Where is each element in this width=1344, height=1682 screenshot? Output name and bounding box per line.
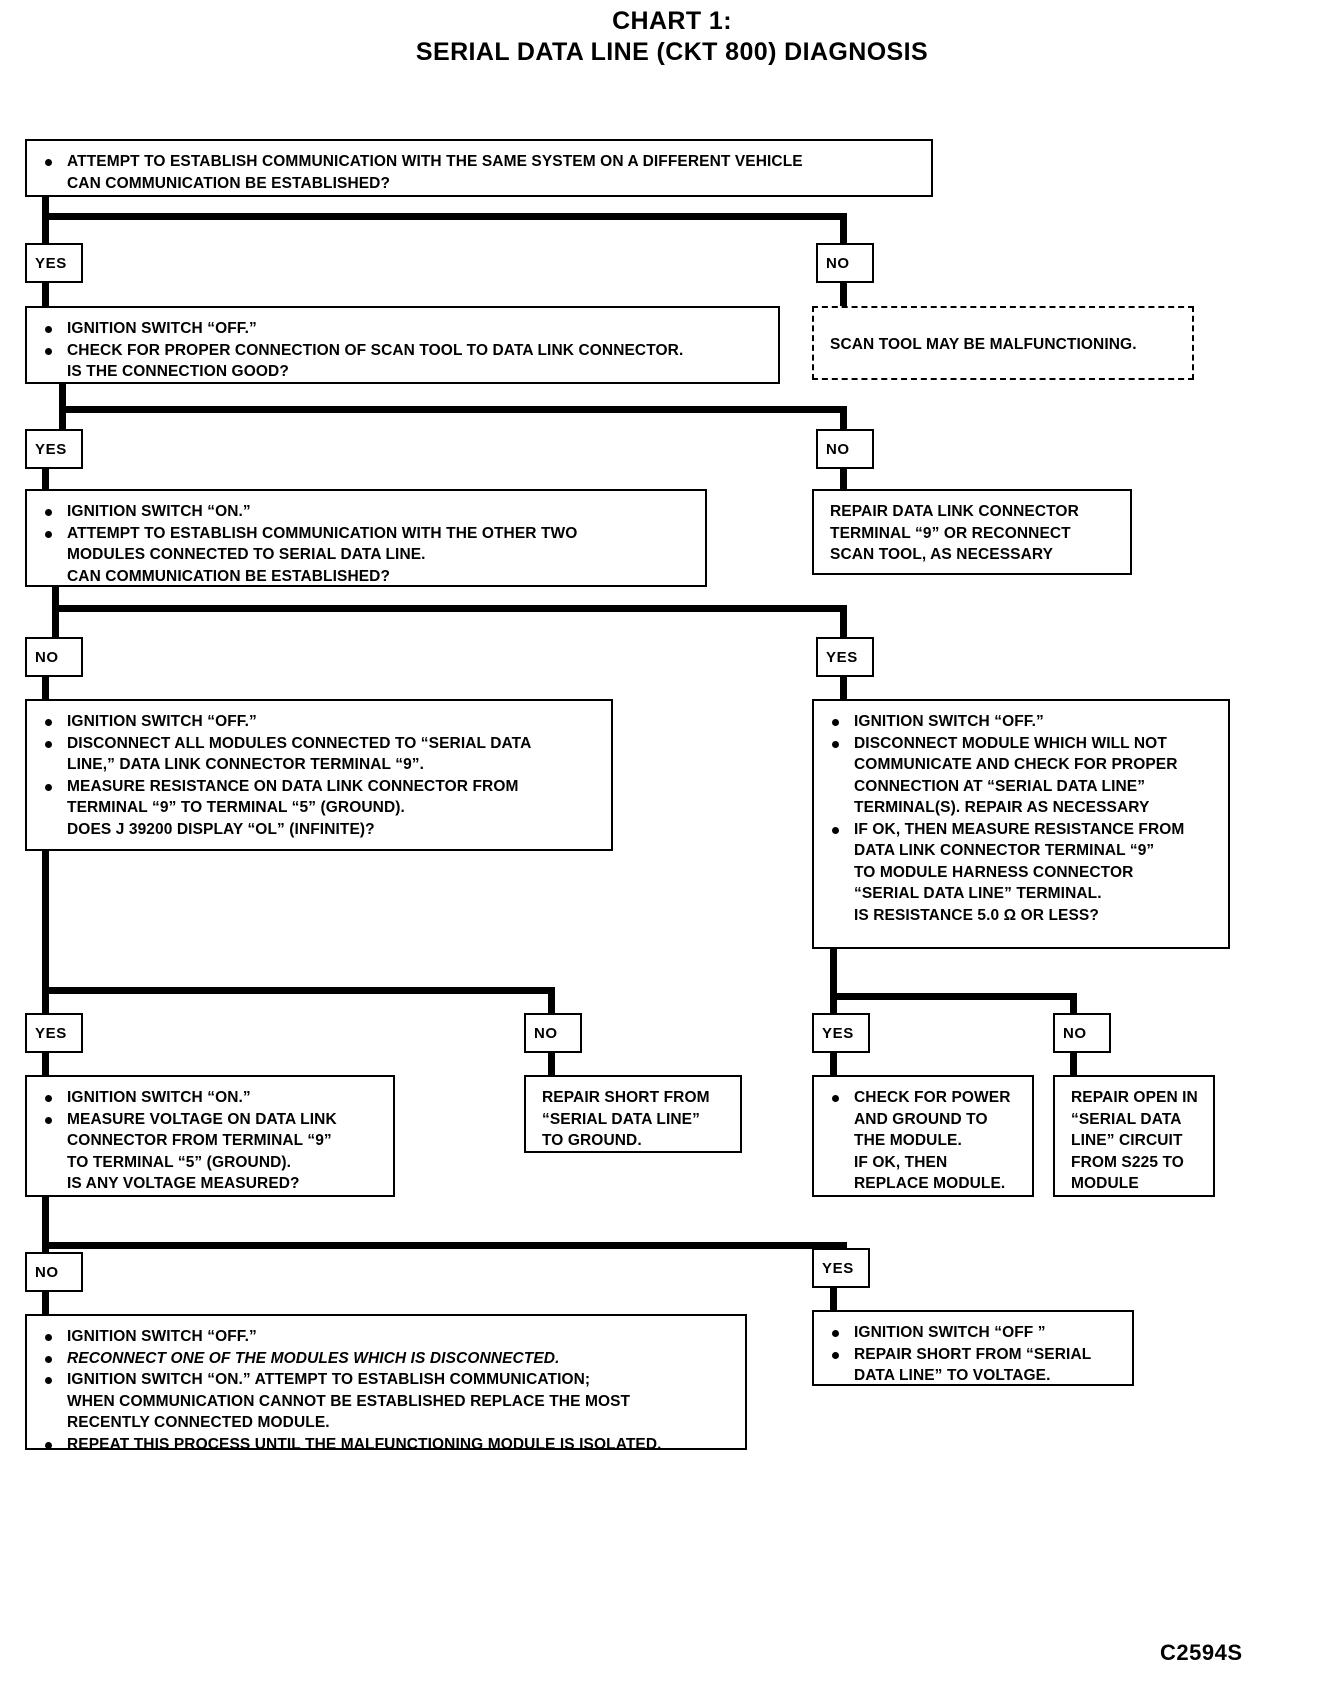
branch-tag-no-6-label: NO bbox=[35, 1263, 59, 1281]
measure-voltage-line-2: MEASURE VOLTAGE ON DATA LINK CONNECTOR F… bbox=[37, 1109, 383, 1195]
repair-short-voltage-line-1: IGNITION SWITCH “OFF ” bbox=[824, 1322, 1122, 1344]
connector-no1-down bbox=[840, 283, 847, 306]
connector-lvl3-split bbox=[52, 605, 847, 612]
connector-start-down-left bbox=[42, 197, 49, 243]
chart-title-line1: CHART 1: bbox=[612, 7, 732, 35]
terminal-box-isolate-module: IGNITION SWITCH “OFF.” RECONNECT ONE OF … bbox=[25, 1314, 747, 1453]
branch-tag-yes-6-label: YES bbox=[822, 1259, 854, 1277]
terminal-box-repair-short-ground: REPAIR SHORT FROM “SERIAL DATA LINE” TO … bbox=[524, 1075, 742, 1153]
branch-tag-yes-5[interactable]: YES bbox=[812, 1013, 870, 1053]
branch-tag-no-4[interactable]: NO bbox=[524, 1013, 582, 1053]
chart-title-line2: SERIAL DATA LINE (CKT 800) DIAGNOSIS bbox=[415, 38, 929, 66]
connector-lvl4-right-far-down bbox=[1070, 993, 1077, 1013]
connector-no4-down bbox=[548, 1053, 555, 1075]
connector-lvl4-left-down bbox=[42, 851, 49, 1013]
connector-no5-down bbox=[1070, 1053, 1077, 1075]
connector-lvl3-right-down bbox=[840, 605, 847, 647]
connector-lvl4-right-down bbox=[830, 949, 837, 1013]
step-box-start: ATTEMPT TO ESTABLISH COMMUNICATION WITH … bbox=[25, 139, 933, 197]
chart-title: CHART 1: SERIAL DATA LINE (CKT 800) DIAG… bbox=[0, 6, 1344, 68]
branch-tag-yes-3[interactable]: YES bbox=[816, 637, 874, 677]
isolate-module-line-3: IGNITION SWITCH “ON.” ATTEMPT TO ESTABLI… bbox=[37, 1369, 735, 1434]
connector-no6-down bbox=[42, 1292, 49, 1314]
branch-tag-no-5[interactable]: NO bbox=[1053, 1013, 1111, 1053]
measure-resistance-line-1: IGNITION SWITCH “OFF.” bbox=[37, 711, 601, 733]
branch-tag-no-4-label: NO bbox=[534, 1024, 558, 1042]
branch-tag-no-2-label: NO bbox=[826, 440, 850, 458]
connector-yes1-down bbox=[42, 283, 49, 306]
branch-tag-yes-2-label: YES bbox=[35, 440, 67, 458]
connector-yes5-down bbox=[830, 1053, 837, 1075]
step-box-disconnect-module: IGNITION SWITCH “OFF.” DISCONNECT MODULE… bbox=[812, 699, 1230, 949]
connector-yes3-down bbox=[840, 677, 847, 699]
start-line-1: ATTEMPT TO ESTABLISH COMMUNICATION WITH … bbox=[37, 151, 921, 173]
terminal-box-scan-tool-malfunctioning: SCAN TOOL MAY BE MALFUNCTIONING. bbox=[812, 306, 1194, 380]
connector-no2-down bbox=[840, 469, 847, 489]
connector-lvl2-right-down bbox=[840, 406, 847, 431]
connector-start-down-right bbox=[840, 213, 847, 243]
connector-yes6-down bbox=[830, 1288, 837, 1310]
terminal-box-check-power-ground: CHECK FOR POWER AND GROUND TO THE MODULE… bbox=[812, 1075, 1034, 1197]
measure-resistance-line-3: MEASURE RESISTANCE ON DATA LINK CONNECTO… bbox=[37, 776, 601, 841]
branch-tag-yes-4[interactable]: YES bbox=[25, 1013, 83, 1053]
isolate-module-line-1: IGNITION SWITCH “OFF.” bbox=[37, 1326, 735, 1348]
other-two-modules-line-1: IGNITION SWITCH “ON.” bbox=[37, 501, 695, 523]
branch-tag-no-6[interactable]: NO bbox=[25, 1252, 83, 1292]
check-power-ground-text: CHECK FOR POWER AND GROUND TO THE MODULE… bbox=[824, 1087, 1022, 1195]
measure-resistance-line-2: DISCONNECT ALL MODULES CONNECTED TO “SER… bbox=[37, 733, 601, 776]
check-connection-line-2: CHECK FOR PROPER CONNECTION OF SCAN TOOL… bbox=[37, 340, 768, 383]
branch-tag-yes-6[interactable]: YES bbox=[812, 1248, 870, 1288]
repair-dlc-text: REPAIR DATA LINK CONNECTOR TERMINAL “9” … bbox=[830, 503, 1079, 563]
disconnect-module-line-2: DISCONNECT MODULE WHICH WILL NOT COMMUNI… bbox=[824, 733, 1218, 819]
branch-tag-yes-4-label: YES bbox=[35, 1024, 67, 1042]
measure-voltage-line-1: IGNITION SWITCH “ON.” bbox=[37, 1087, 383, 1109]
step-box-measure-voltage: IGNITION SWITCH “ON.” MEASURE VOLTAGE ON… bbox=[25, 1075, 395, 1197]
scan-tool-malfunctioning-text: SCAN TOOL MAY BE MALFUNCTIONING. bbox=[830, 336, 1137, 353]
connector-lvl4-left-right-down bbox=[548, 987, 555, 1013]
connector-lvl5-split bbox=[42, 1242, 847, 1249]
branch-tag-no-1-label: NO bbox=[826, 254, 850, 272]
step-box-other-two-modules: IGNITION SWITCH “ON.” ATTEMPT TO ESTABLI… bbox=[25, 489, 707, 587]
start-line-2: CAN COMMUNICATION BE ESTABLISHED? bbox=[67, 174, 391, 192]
branch-tag-yes-2[interactable]: YES bbox=[25, 429, 83, 469]
repair-open-text: REPAIR OPEN IN “SERIAL DATA LINE” CIRCUI… bbox=[1071, 1089, 1198, 1192]
terminal-box-repair-dlc: REPAIR DATA LINK CONNECTOR TERMINAL “9” … bbox=[812, 489, 1132, 575]
branch-tag-no-3-label: NO bbox=[35, 648, 59, 666]
branch-tag-yes-1[interactable]: YES bbox=[25, 243, 83, 283]
branch-tag-no-3[interactable]: NO bbox=[25, 637, 83, 677]
connector-yes2-down bbox=[42, 469, 49, 489]
connector-yes4-down bbox=[42, 1053, 49, 1075]
branch-tag-yes-1-label: YES bbox=[35, 254, 67, 272]
branch-tag-yes-5-label: YES bbox=[822, 1024, 854, 1042]
isolate-module-line-2: RECONNECT ONE OF THE MODULES WHICH IS DI… bbox=[37, 1348, 735, 1370]
isolate-module-line-4: REPEAT THIS PROCESS UNTIL THE MALFUNCTIO… bbox=[37, 1434, 735, 1456]
repair-short-voltage-line-2: REPAIR SHORT FROM “SERIAL DATA LINE” TO … bbox=[824, 1344, 1122, 1387]
connector-start-split bbox=[42, 213, 847, 220]
branch-tag-no-5-label: NO bbox=[1063, 1024, 1087, 1042]
connector-lvl4-right-split bbox=[830, 993, 1077, 1000]
connector-lvl3-down bbox=[52, 587, 59, 649]
step-box-check-connection: IGNITION SWITCH “OFF.” CHECK FOR PROPER … bbox=[25, 306, 780, 384]
other-two-modules-line-2: ATTEMPT TO ESTABLISH COMMUNICATION WITH … bbox=[37, 523, 695, 588]
disconnect-module-line-1: IGNITION SWITCH “OFF.” bbox=[824, 711, 1218, 733]
repair-short-ground-text: REPAIR SHORT FROM “SERIAL DATA LINE” TO … bbox=[542, 1089, 710, 1149]
disconnect-module-line-3: IF OK, THEN MEASURE RESISTANCE FROM DATA… bbox=[824, 819, 1218, 927]
terminal-box-repair-short-voltage: IGNITION SWITCH “OFF ” REPAIR SHORT FROM… bbox=[812, 1310, 1134, 1386]
branch-tag-no-2[interactable]: NO bbox=[816, 429, 874, 469]
connector-lvl2-split bbox=[59, 406, 847, 413]
chart-reference-code: C2594S bbox=[1160, 1640, 1243, 1665]
terminal-box-repair-open: REPAIR OPEN IN “SERIAL DATA LINE” CIRCUI… bbox=[1053, 1075, 1215, 1197]
branch-tag-no-1[interactable]: NO bbox=[816, 243, 874, 283]
step-box-measure-resistance-ground: IGNITION SWITCH “OFF.” DISCONNECT ALL MO… bbox=[25, 699, 613, 851]
check-connection-line-1: IGNITION SWITCH “OFF.” bbox=[37, 318, 768, 340]
branch-tag-yes-3-label: YES bbox=[826, 648, 858, 666]
connector-no3-down bbox=[42, 677, 49, 699]
connector-lvl4-left-split bbox=[42, 987, 555, 994]
